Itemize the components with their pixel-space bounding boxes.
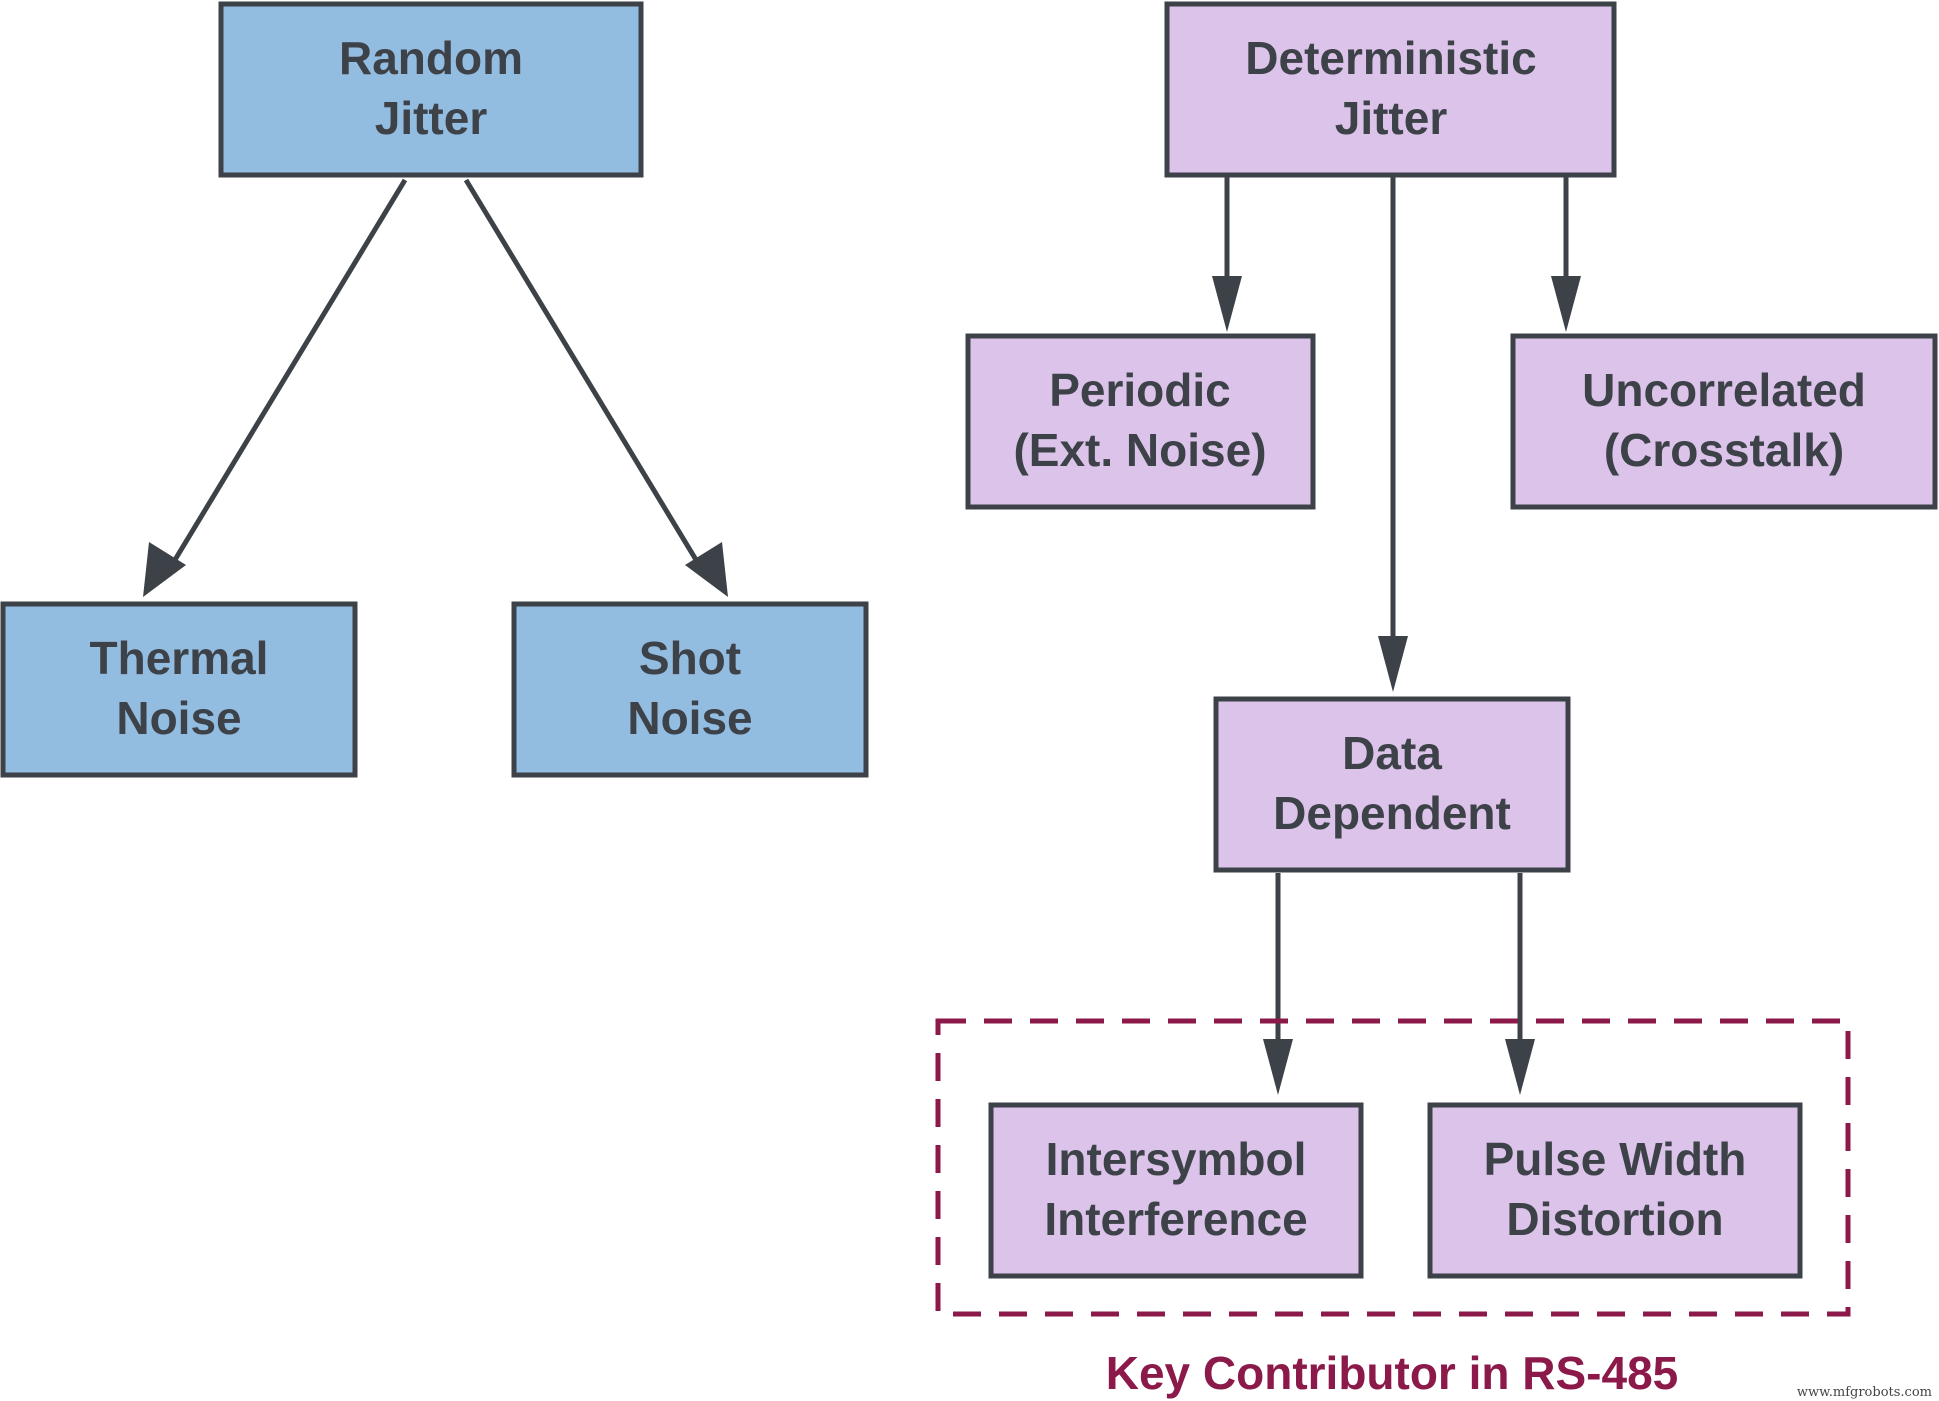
node-intersymbol-line2: Interference bbox=[1044, 1193, 1307, 1245]
arrowhead-data-dependent bbox=[1378, 636, 1408, 692]
node-shot-noise: Shot Noise bbox=[511, 601, 869, 778]
node-data-dependent: Data Dependent bbox=[1213, 696, 1571, 873]
watermark-text: www.mfgrobots.com bbox=[1797, 1385, 1932, 1400]
node-deterministic-jitter: Deterministic Jitter bbox=[1164, 1, 1617, 178]
arrowhead-uncorrelated bbox=[1551, 276, 1581, 332]
node-random-jitter-line1: Random bbox=[339, 32, 523, 84]
node-uncorrelated-line1: Uncorrelated bbox=[1582, 364, 1866, 416]
node-periodic-line2: (Ext. Noise) bbox=[1013, 424, 1266, 476]
node-random-jitter-line2: Jitter bbox=[375, 92, 488, 144]
node-deterministic-jitter-line2: Jitter bbox=[1335, 92, 1448, 144]
node-data-dependent-line1: Data bbox=[1342, 727, 1442, 779]
arrowhead-intersymbol bbox=[1263, 1039, 1293, 1095]
node-data-dependent-line2: Dependent bbox=[1273, 787, 1511, 839]
node-shot-noise-line2: Noise bbox=[627, 692, 752, 744]
node-pulse-width-distortion: Pulse Width Distortion bbox=[1427, 1102, 1803, 1279]
arrowhead-shot bbox=[685, 542, 728, 597]
node-thermal-noise-line1: Thermal bbox=[90, 632, 269, 684]
node-periodic: Periodic (Ext. Noise) bbox=[965, 333, 1316, 510]
key-contributor-group-boundary bbox=[935, 1018, 1851, 1317]
node-deterministic-jitter-line1: Deterministic bbox=[1245, 32, 1536, 84]
edge-random-to-shot bbox=[463, 178, 707, 575]
node-periodic-line1: Periodic bbox=[1049, 364, 1231, 416]
arrowhead-thermal bbox=[143, 542, 186, 597]
arrowhead-pulse-width bbox=[1505, 1039, 1535, 1095]
edges bbox=[143, 176, 1581, 1095]
arrowhead-periodic bbox=[1212, 276, 1242, 332]
node-pulse-width-line2: Distortion bbox=[1506, 1193, 1723, 1245]
edge-random-to-thermal bbox=[164, 178, 408, 575]
node-shot-noise-line1: Shot bbox=[639, 632, 741, 684]
key-contributor-caption: Key Contributor in RS-485 bbox=[1106, 1347, 1679, 1399]
node-intersymbol-interference: Intersymbol Interference bbox=[988, 1102, 1364, 1279]
node-thermal-noise: Thermal Noise bbox=[0, 601, 358, 778]
node-pulse-width-line1: Pulse Width bbox=[1484, 1133, 1747, 1185]
node-intersymbol-line1: Intersymbol bbox=[1046, 1133, 1307, 1185]
node-uncorrelated-line2: (Crosstalk) bbox=[1604, 424, 1844, 476]
node-thermal-noise-line2: Noise bbox=[116, 692, 241, 744]
node-uncorrelated: Uncorrelated (Crosstalk) bbox=[1510, 333, 1938, 510]
node-random-jitter: Random Jitter bbox=[218, 1, 644, 178]
